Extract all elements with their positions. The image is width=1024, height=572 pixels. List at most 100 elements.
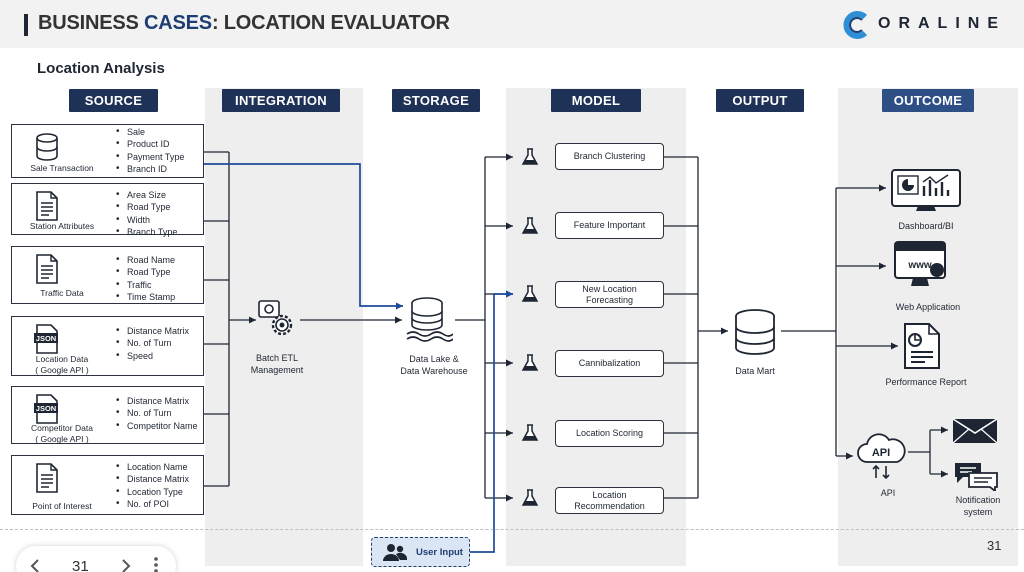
title-accent-bar (24, 14, 28, 36)
source-point-of-interest: Point of Interest Location Name Distance… (11, 455, 204, 515)
flask-icon (521, 285, 539, 302)
source-attributes: Road Name Road Type Traffic Time Stamp (116, 254, 175, 303)
document-icon (36, 463, 58, 493)
output-label: Data Mart (735, 366, 775, 376)
source-attribute: Product ID (116, 138, 184, 151)
source-location-data: JSON Location Data ( Google API ) Distan… (11, 316, 204, 376)
json-label: JSON (36, 334, 56, 343)
source-attribute: No. of Turn (116, 407, 198, 420)
source-attribute: Area Size (116, 189, 177, 202)
source-competitor-data: JSON Competitor Data ( Google API ) Dist… (11, 386, 204, 444)
database-icon (36, 133, 58, 161)
envelope-icon (952, 418, 998, 444)
flask-icon (521, 424, 539, 441)
outcome-label: Notification system (955, 495, 1001, 517)
logo-text: ORALINE (878, 15, 1006, 32)
json-file-icon: JSON (34, 324, 58, 354)
source-station-attributes: Station Attributes Area Size Road Type W… (11, 183, 204, 238)
source-attribute: Branch Type (116, 226, 177, 239)
flask-icon (521, 148, 539, 165)
source-attribute: Width (116, 214, 177, 227)
storage-label: Data Lake & Data Warehouse (400, 354, 468, 376)
flask-icon (521, 354, 539, 371)
pager-current: 31 (72, 558, 89, 572)
source-attribute: Location Type (116, 486, 189, 499)
title-suffix: : LOCATION EVALUATOR (211, 12, 450, 34)
source-attributes: Distance Matrix No. of Turn Speed (116, 325, 189, 362)
column-header-storage: STORAGE (392, 89, 480, 112)
source-attribute: Time Stamp (116, 291, 175, 304)
title-accent: CASES (144, 12, 212, 34)
source-attributes: Sale Product ID Payment Type Branch ID (116, 126, 184, 175)
flask-icon (521, 489, 539, 506)
source-attribute: Road Type (116, 201, 177, 214)
source-label: Traffic Data (40, 288, 84, 298)
column-header-outcome: OUTCOME (882, 89, 974, 112)
source-attribute: Road Type (116, 266, 175, 279)
source-attribute: Speed (116, 350, 189, 363)
column-header-integration: INTEGRATION (222, 89, 340, 112)
source-label: Location Data ( Google API ) (35, 354, 89, 375)
column-header-output: OUTPUT (716, 89, 804, 112)
document-icon (36, 191, 58, 221)
source-attribute: Branch ID (116, 163, 184, 176)
source-attribute: Distance Matrix (116, 395, 198, 408)
slide-pager: 31 (16, 546, 176, 572)
source-attribute: No. of POI (116, 498, 189, 511)
source-attribute: No. of Turn (116, 337, 189, 350)
outcome-label: Performance Report (885, 377, 967, 387)
outcome-label: Web Application (895, 302, 961, 312)
web-app-icon: www (894, 241, 946, 286)
model-cannibalization: Cannibalization (555, 350, 664, 377)
outcome-label: API (880, 488, 896, 498)
slide-number: 31 (987, 538, 1002, 553)
footer-divider (0, 529, 1024, 530)
model-location-scoring: Location Scoring (555, 420, 664, 447)
brand-logo: ORALINE (842, 10, 1012, 40)
page-title: BUSINESS CASES: LOCATION EVALUATOR (38, 12, 450, 35)
user-input-node: User Input (371, 537, 470, 567)
document-icon (36, 254, 58, 284)
outcome-label: Dashboard/BI (898, 221, 954, 231)
source-attribute: Road Name (116, 254, 175, 267)
header-bar: BUSINESS CASES: LOCATION EVALUATOR ORALI… (0, 0, 1024, 48)
source-attributes: Location Name Distance Matrix Location T… (116, 461, 189, 510)
json-file-icon: JSON (34, 394, 58, 424)
api-cloud-icon: API (857, 433, 906, 480)
source-attribute: Payment Type (116, 151, 184, 164)
data-lake-icon (406, 297, 453, 342)
source-label: Sale Transaction (30, 163, 94, 173)
source-attributes: Distance Matrix No. of Turn Competitor N… (116, 395, 198, 432)
column-header-source: SOURCE (69, 89, 158, 112)
section-subtitle: Location Analysis (37, 60, 165, 77)
svg-text:www: www (907, 260, 932, 271)
source-label: Point of Interest (32, 501, 92, 511)
source-attribute: Competitor Name (116, 420, 198, 433)
source-attribute: Traffic (116, 279, 175, 292)
users-icon (383, 544, 408, 561)
database-icon (735, 309, 775, 355)
chat-icon (955, 463, 998, 491)
chevron-right-icon[interactable] (119, 559, 131, 572)
source-sale-transaction: Sale Transaction Sale Product ID Payment… (11, 124, 204, 178)
gears-icon (258, 300, 293, 336)
model-location-recommendation: Location Recommendation (555, 487, 664, 514)
source-label: Competitor Data ( Google API ) (31, 423, 93, 444)
model-new-location-forecasting: New Location Forecasting (555, 281, 664, 308)
report-icon (904, 323, 940, 369)
more-vertical-icon[interactable] (153, 557, 159, 572)
column-header-model: MODEL (551, 89, 641, 112)
flask-icon (521, 217, 539, 234)
model-feature-important: Feature Important (555, 212, 664, 239)
source-traffic-data: Traffic Data Road Name Road Type Traffic… (11, 246, 204, 304)
model-branch-clustering: Branch Clustering (555, 143, 664, 170)
source-attribute: Location Name (116, 461, 189, 474)
chevron-left-icon[interactable] (30, 559, 42, 572)
api-icon-text: API (872, 447, 890, 459)
user-input-label: User Input (416, 546, 463, 558)
logo-mark-icon (843, 11, 868, 39)
source-attribute: Sale (116, 126, 184, 139)
title-prefix: BUSINESS (38, 12, 145, 34)
source-attributes: Area Size Road Type Width Branch Type (116, 189, 177, 238)
json-label: JSON (36, 404, 56, 413)
